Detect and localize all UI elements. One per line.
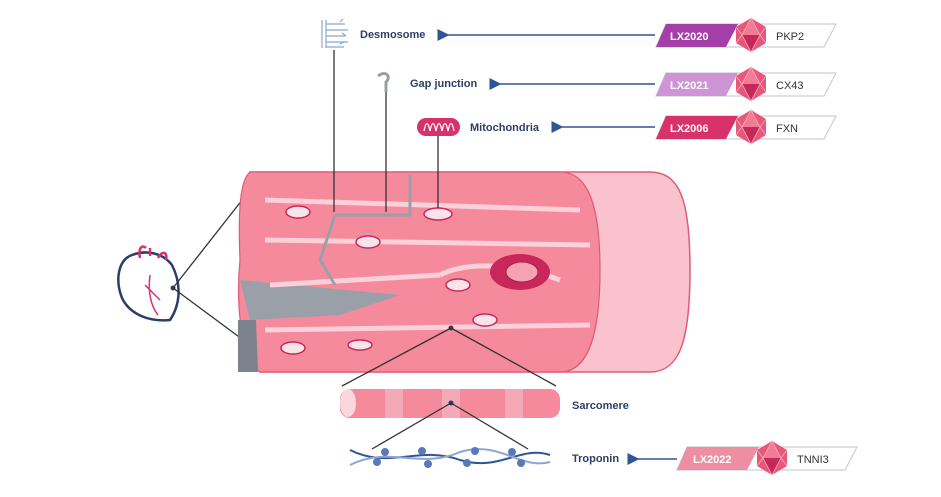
desmosome-label: Desmosome [360,29,425,41]
program-badge-lx2006: LX2006 FXN [655,109,837,145]
svg-text:LX2021: LX2021 [670,80,709,92]
heart-icon [117,245,180,322]
troponin-illustration [349,447,551,468]
svg-text:LX2020: LX2020 [670,31,709,43]
sarcomere-label: Sarcomere [572,400,629,412]
muscle-fiber [238,171,691,373]
gap-junction-label: Gap junction [410,78,478,90]
svg-text:TNNI3: TNNI3 [797,454,829,466]
svg-text:LX2022: LX2022 [693,454,732,466]
svg-text:PKP2: PKP2 [776,31,804,43]
svg-text:CX43: CX43 [776,80,804,92]
program-badge-lx2022: LX2022 TNNI3 [676,440,858,476]
svg-text:FXN: FXN [776,123,798,135]
program-badge-lx2021: LX2021 CX43 [655,66,837,102]
desmosome-icon [321,18,348,48]
mitochondria-icon [417,118,460,136]
svg-text:LX2006: LX2006 [670,123,709,135]
troponin-label: Troponin [572,453,619,465]
program-badge-lx2020: LX2020 PKP2 [655,17,837,53]
gap-junction-icon [377,72,390,92]
mitochondria-label: Mitochondria [470,122,540,134]
